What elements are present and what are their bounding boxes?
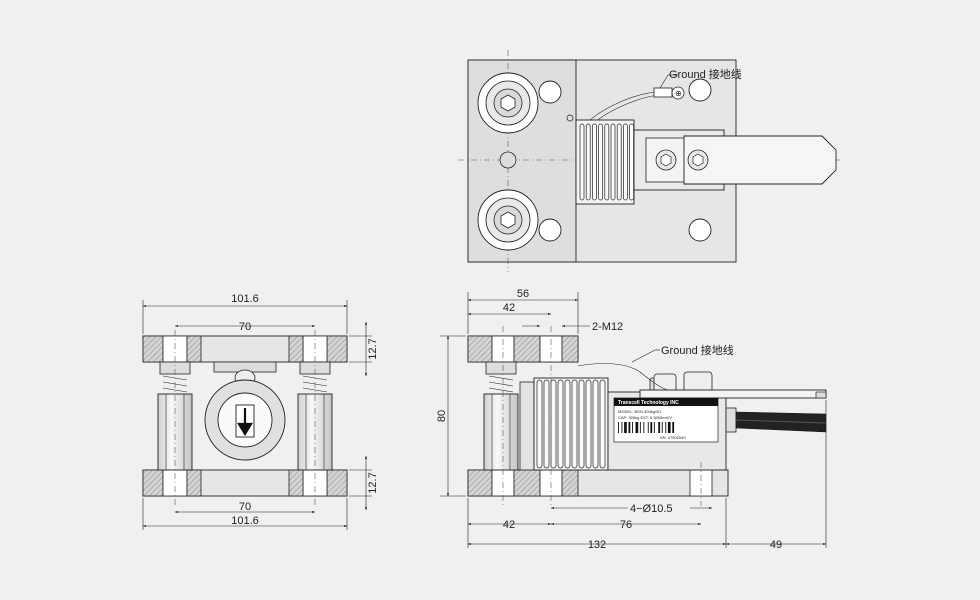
dim-side-76: 76 bbox=[620, 519, 632, 531]
top-load-tongue bbox=[683, 135, 837, 185]
dim-side-42-bottom: 42 bbox=[503, 519, 515, 531]
barcode-bar bbox=[672, 422, 675, 433]
side-load-tongue bbox=[639, 389, 827, 399]
bellows-rib bbox=[629, 123, 634, 201]
barcode-bar bbox=[643, 422, 645, 433]
barcode bbox=[618, 422, 675, 433]
top-bellows bbox=[575, 119, 635, 205]
label-sn: SN: 07502049 bbox=[660, 435, 686, 440]
top-ground-callout: Ground 接地线 bbox=[669, 67, 742, 81]
barcode-bar bbox=[661, 422, 663, 433]
dim-side-49: 49 bbox=[770, 539, 782, 551]
barcode-bar bbox=[653, 422, 655, 433]
dim-front-width-bottom: 101.6 bbox=[231, 515, 259, 527]
side-bellows bbox=[533, 377, 609, 471]
top-pin bbox=[499, 151, 517, 169]
barcode-bar bbox=[621, 422, 623, 433]
bellows-rib bbox=[579, 123, 585, 201]
barcode-bar bbox=[665, 422, 667, 433]
barcode-bar bbox=[635, 422, 639, 433]
side-post bbox=[483, 361, 519, 471]
dim-front-width: 101.6 bbox=[231, 293, 259, 305]
barcode-bar bbox=[647, 422, 649, 433]
side-ground-callout: Ground 接地线 bbox=[661, 343, 734, 357]
front-view: 101.6 70 70 101.6 12.7 12.7 bbox=[142, 293, 379, 530]
bellows-rib bbox=[599, 379, 606, 469]
top-bolt-lower bbox=[477, 189, 539, 251]
label-model: MODEL: BSH-300kg/2D bbox=[618, 409, 661, 414]
barcode-bar bbox=[667, 422, 671, 433]
front-load-arrow-icon bbox=[237, 408, 253, 437]
side-product-label: Transcell Technology INC MODEL: BSH-300k… bbox=[613, 397, 719, 443]
bellows-rib bbox=[578, 379, 585, 469]
side-view: Transcell Technology INC MODEL: BSH-300k… bbox=[436, 288, 827, 551]
dim-plate-top: 12.7 bbox=[367, 338, 379, 359]
barcode-bar bbox=[639, 422, 641, 433]
bellows-rib bbox=[543, 379, 550, 469]
front-right-post bbox=[297, 361, 333, 471]
bellows-rib bbox=[616, 123, 622, 201]
dim-side-42-top: 42 bbox=[503, 302, 515, 314]
dim-front-hole-top: 70 bbox=[239, 321, 251, 333]
bellows-rib bbox=[585, 379, 592, 469]
bellows-rib bbox=[592, 123, 597, 201]
barcode-bar bbox=[628, 422, 631, 433]
label-brand: Transcell Technology INC bbox=[618, 400, 679, 406]
bellows-rib bbox=[571, 379, 578, 469]
bellows-rib bbox=[585, 123, 591, 201]
dim-front-hole-bottom: 70 bbox=[239, 501, 251, 513]
bellows-rib bbox=[623, 123, 628, 201]
thread-callout: 2-M12 bbox=[592, 321, 623, 333]
bellows-rib bbox=[564, 379, 571, 469]
svg-text:⊕: ⊕ bbox=[675, 89, 682, 98]
bellows-rib bbox=[598, 123, 603, 201]
bellows-rib bbox=[592, 379, 599, 469]
bellows-rib bbox=[550, 379, 557, 469]
barcode-bar bbox=[658, 422, 661, 433]
barcode-bar bbox=[618, 422, 619, 433]
dim-side-132: 132 bbox=[588, 539, 606, 551]
dim-plate-bottom: 12.7 bbox=[367, 472, 379, 493]
front-left-post bbox=[157, 361, 193, 471]
barcode-bar bbox=[632, 422, 633, 433]
top-tongue-bolts bbox=[655, 149, 709, 171]
label-cap: CAP: 300kg EXT: 0.3000mV/V bbox=[618, 415, 672, 420]
bellows-rib bbox=[610, 123, 616, 201]
bellows-rib bbox=[557, 379, 564, 469]
bellows-rib bbox=[604, 123, 610, 201]
barcode-bar bbox=[650, 422, 653, 433]
top-bolt-upper bbox=[477, 72, 539, 134]
bellows-rib bbox=[536, 379, 543, 469]
dim-side-56: 56 bbox=[517, 288, 529, 300]
dim-side-height: 80 bbox=[436, 410, 448, 422]
barcode-bar bbox=[624, 422, 627, 433]
top-view: ⊕ Ground 接地线 bbox=[458, 50, 840, 272]
holes-callout: 4−Ø10.5 bbox=[630, 503, 673, 515]
